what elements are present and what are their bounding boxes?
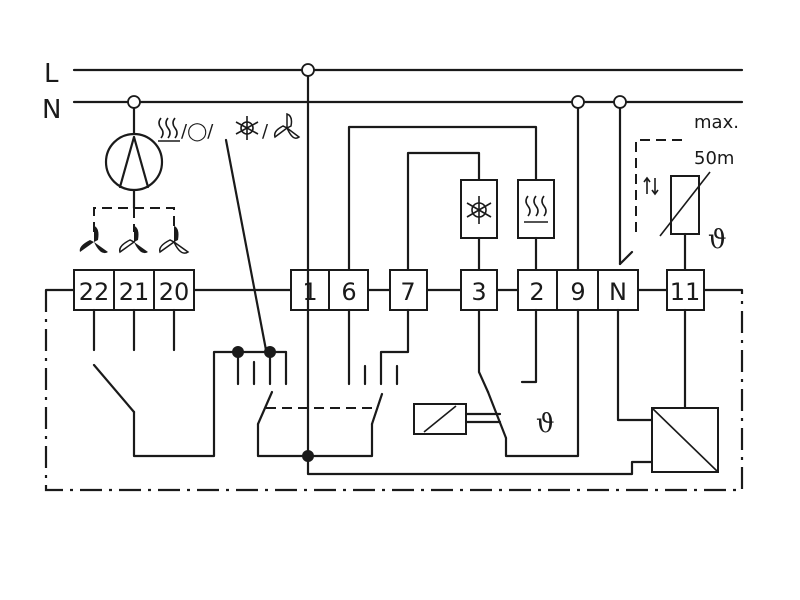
- fan-speed-low-icon: [158, 226, 190, 254]
- svg-text:9: 9: [570, 278, 585, 306]
- terminal-n: N: [597, 269, 639, 311]
- terminal-9: 9: [556, 269, 599, 311]
- mode-switch-blade: [256, 390, 274, 426]
- fan-speed-high-icon: [79, 226, 108, 254]
- max-label: max.: [694, 112, 739, 133]
- heat-cool-switch-blade: [370, 392, 384, 426]
- mode-selector-label: /◯/: [181, 121, 214, 142]
- svg-text:7: 7: [400, 278, 415, 306]
- node-n-fan-motor: [127, 95, 141, 109]
- thermal-switch-blade: [486, 390, 508, 440]
- terminal-21: 21: [113, 269, 155, 311]
- svg-text:3: 3: [471, 278, 486, 306]
- fan-motor-symbol: [104, 132, 164, 192]
- terminal-1: 1: [290, 269, 330, 311]
- enclosure-boundary: [44, 290, 744, 492]
- sensor-arrows-icon: [643, 176, 659, 196]
- svg-text:6: 6: [341, 278, 356, 306]
- relay-coil: [413, 403, 467, 435]
- heating-output-block: [517, 179, 555, 239]
- remote-sensor-symbol: [659, 171, 711, 237]
- heating-mode-icon: [158, 117, 180, 142]
- sensor-converter-block: [651, 407, 719, 473]
- mode-selector-leader: [224, 138, 268, 352]
- fan-mode-icon: [273, 112, 301, 139]
- sensor-theta-symbol: ϑ: [708, 225, 727, 255]
- terminal-22: 22: [73, 269, 115, 311]
- svg-text:/: /: [262, 121, 269, 142]
- terminal-20: 20: [153, 269, 195, 311]
- terminal-3: 3: [460, 269, 498, 311]
- node-n-terminal-9: [571, 95, 585, 109]
- svg-text:22: 22: [79, 278, 110, 306]
- bus-label-n: N: [42, 95, 61, 125]
- fan-speed-medium-icon: [118, 226, 148, 254]
- svg-text:1: 1: [302, 278, 317, 306]
- svg-text:20: 20: [159, 278, 190, 306]
- terminal-6: 6: [328, 269, 369, 311]
- node-n-terminal-n: [613, 95, 627, 109]
- svg-text:11: 11: [670, 278, 701, 306]
- svg-text:21: 21: [119, 278, 150, 306]
- svg-text:2: 2: [529, 278, 544, 306]
- terminal-11: 11: [666, 269, 705, 311]
- fan-switch-blade: [92, 363, 136, 414]
- svg-text:N: N: [609, 278, 627, 306]
- cable-length-label: 50m: [694, 148, 734, 169]
- cooling-output-block: [460, 179, 498, 239]
- node-l-terminal-1: [301, 63, 315, 77]
- relay-theta-symbol: ϑ: [536, 409, 555, 439]
- bus-label-l: L: [44, 59, 59, 89]
- terminal-2: 2: [517, 269, 558, 311]
- terminal-7: 7: [389, 269, 428, 311]
- cooling-mode-icon: [235, 116, 259, 140]
